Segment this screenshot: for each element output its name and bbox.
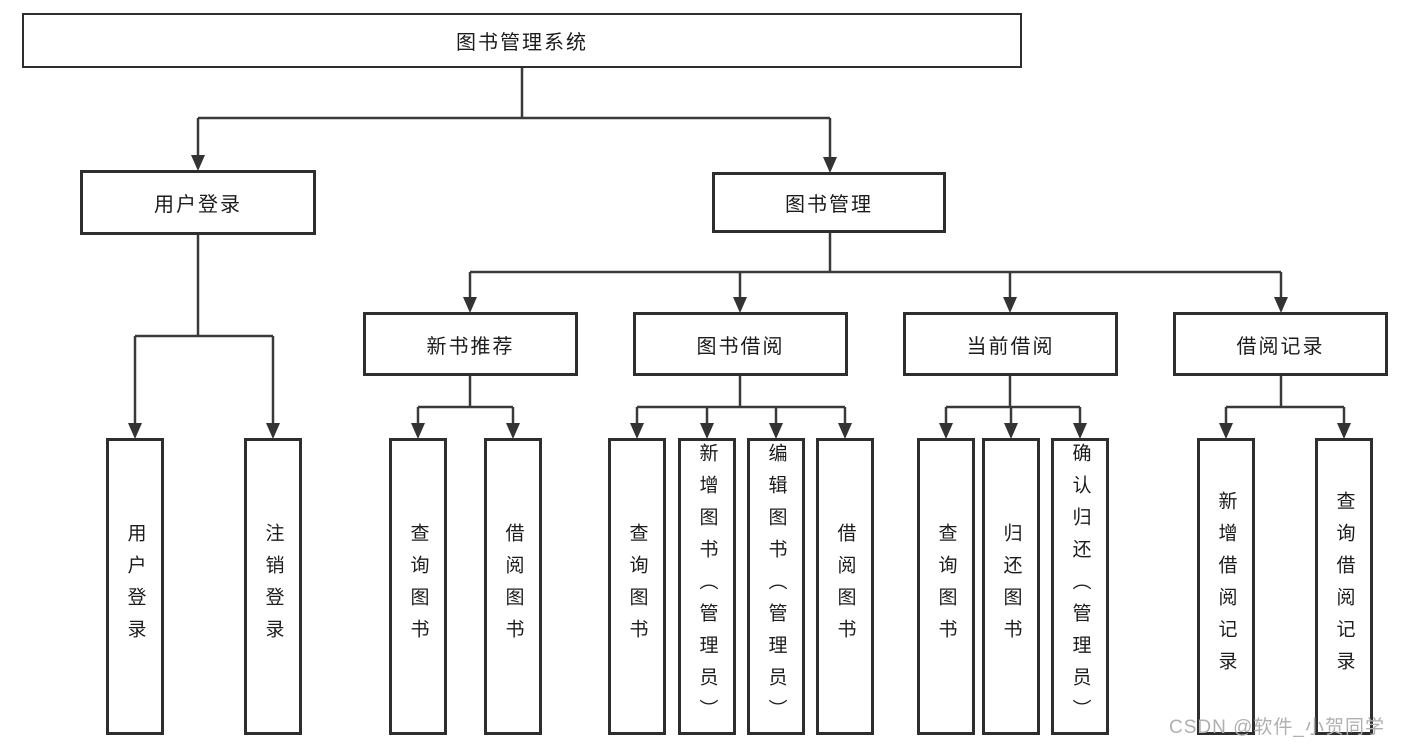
node-leaf-query-borrow-record: 查询借阅记录 [1315,438,1373,735]
node-leaf-add-book-admin: 新增图书（管理员） [678,438,736,735]
watermark: CSDN @软件_小贺同学 [1169,717,1385,738]
node-leaf-return-book: 归还图书 [982,438,1040,735]
node-leaf-query-books-1: 查询图书 [389,438,447,735]
node-label: 图书借阅 [696,335,785,358]
node-label: 确认归还（管理员） [1069,442,1091,731]
node-leaf-query-books-3: 查询图书 [917,438,975,735]
node-book-borrow: 图书借阅 [633,312,848,376]
node-label: 借阅图书 [834,522,856,651]
node-library-management-system: 图书管理系统 [22,13,1022,68]
node-leaf-edit-book-admin: 编辑图书（管理员） [747,438,805,735]
node-leaf-borrow-books-1: 借阅图书 [484,438,542,735]
node-label: 用户登录 [124,522,146,651]
node-leaf-borrow-books-2: 借阅图书 [816,438,874,735]
node-label: 注销登录 [262,522,284,651]
node-leaf-user-login: 用户登录 [106,438,164,735]
node-label: 新增借阅记录 [1215,490,1237,683]
node-new-book-recommend: 新书推荐 [363,312,578,376]
node-leaf-confirm-return-admin: 确认归还（管理员） [1051,438,1109,735]
node-label: 查询图书 [626,522,648,651]
node-label: 借阅记录 [1236,335,1325,358]
node-label: 当前借阅 [966,335,1055,358]
node-label: 归还图书 [1000,522,1022,651]
node-label: 查询借阅记录 [1333,490,1355,683]
node-leaf-query-books-2: 查询图书 [608,438,666,735]
node-book-management: 图书管理 [712,172,946,233]
node-borrow-records: 借阅记录 [1173,312,1388,376]
node-label: 查询图书 [407,522,429,651]
node-leaf-add-borrow-record: 新增借阅记录 [1197,438,1255,735]
node-user-login: 用户登录 [80,170,316,235]
node-leaf-logout: 注销登录 [244,438,302,735]
node-label: 图书管理系统 [456,32,588,54]
node-label: 用户登录 [154,194,242,216]
node-label: 编辑图书（管理员） [765,442,787,731]
node-label: 新书推荐 [426,335,515,358]
node-label: 查询图书 [935,522,957,651]
node-current-borrow: 当前借阅 [903,312,1118,376]
node-label: 新增图书（管理员） [696,442,718,731]
node-label: 图书管理 [785,194,873,216]
node-label: 借阅图书 [502,522,524,651]
